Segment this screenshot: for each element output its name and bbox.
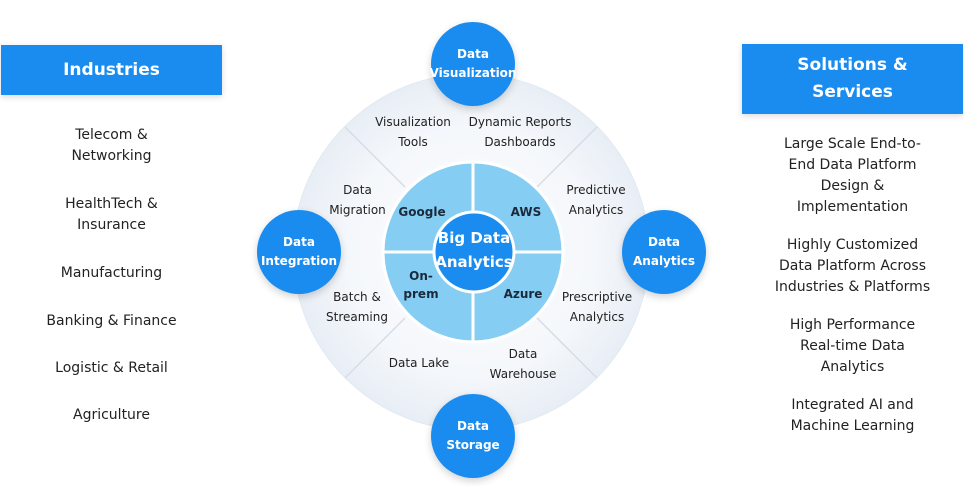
ring-label-predictive-analytics: Predictive Analytics [566, 183, 626, 217]
industry-item: Manufacturing [60, 265, 163, 281]
ring-label-data-migration: Data Migration [329, 183, 386, 217]
ring-label-visualization-tools: Visualization Tools [375, 115, 451, 149]
ring-label-batch-streaming: Batch & Streaming [326, 290, 388, 324]
ring-label-data-lake: Data Lake [388, 356, 450, 370]
industries-list: Telecom & Networking HealthTech & Insura… [1, 0, 222, 486]
industries-header: Industries [1, 45, 222, 95]
center-title: Big Data Analytics [435, 229, 513, 271]
industry-item: Agriculture [73, 407, 150, 423]
solution-item: Large Scale End-to- End Data Platform De… [784, 136, 921, 215]
node-data-visualization: Data Visualization [430, 22, 516, 106]
quadrant-label-aws: AWS [510, 205, 542, 219]
node-data-analytics: Data Analytics [622, 210, 706, 294]
industry-item: Telecom & Networking [71, 127, 152, 164]
solutions-list: Large Scale End-to- End Data Platform De… [742, 0, 963, 486]
center-circle [432, 210, 516, 294]
quadrant-label-azure: Azure [503, 287, 543, 301]
solution-item: Integrated AI and Machine Learning [790, 397, 915, 434]
solutions-header: Solutions & Services [742, 44, 963, 114]
ring-label-data-warehouse: Data Warehouse [489, 347, 557, 381]
node-data-integration: Data Integration [257, 210, 341, 294]
industry-item: Banking & Finance [46, 313, 177, 329]
ring-label-prescriptive-analytics: Prescriptive Analytics [561, 290, 633, 324]
ring-dividers [344, 126, 598, 379]
quadrant-label-on-prem: On- prem [403, 269, 439, 301]
industry-item: HealthTech & Insurance [65, 196, 158, 233]
solution-item: High Performance Real-time Data Analytic… [789, 317, 916, 375]
quadrant-label-google: Google [398, 205, 446, 219]
industry-item: Logistic & Retail [55, 360, 168, 376]
ring-label-dynamic-reports: Dynamic Reports Dashboards [468, 115, 572, 149]
node-data-storage: Data Storage [431, 394, 515, 478]
solution-item: Highly Customized Data Platform Across I… [774, 237, 931, 295]
